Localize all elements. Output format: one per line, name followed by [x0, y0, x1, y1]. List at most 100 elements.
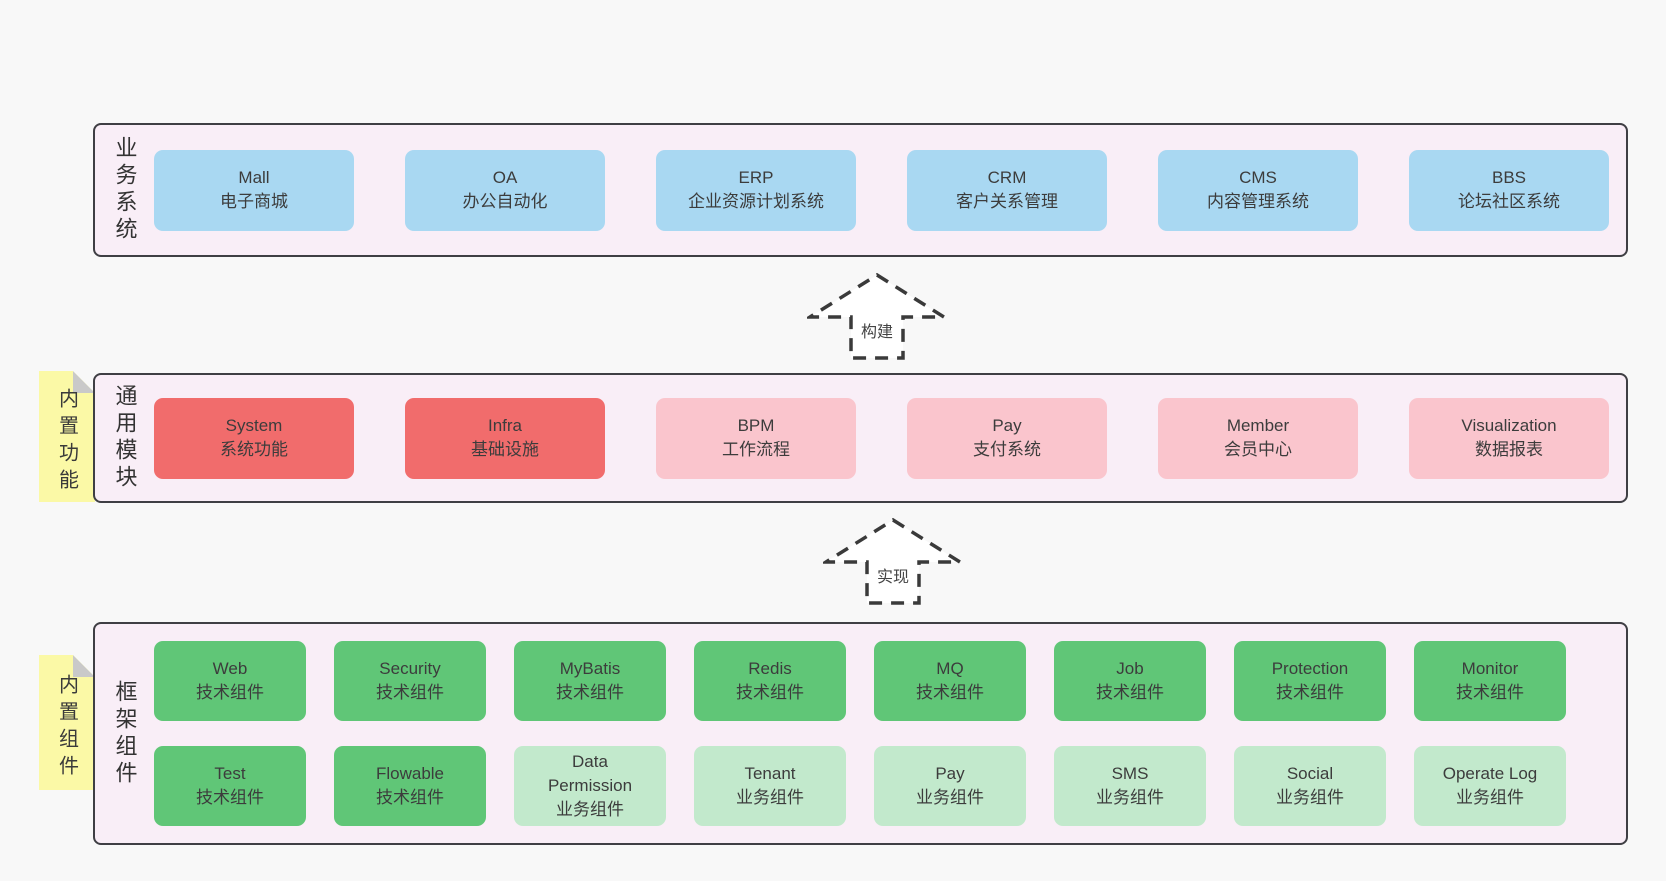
box-title: Infra [487, 416, 523, 435]
box-title: MQ [936, 659, 964, 678]
box-subtitle: 业务组件 [1096, 788, 1164, 807]
sticky-note-built-in-components: 内置组件 [39, 655, 95, 790]
box-subtitle: 办公自动化 [462, 192, 548, 211]
box-subtitle: 业务组件 [736, 788, 804, 807]
box-subtitle: 支付系统 [973, 440, 1041, 459]
box-subtitle: 基础设施 [471, 440, 539, 459]
box-subtitle: 内容管理系统 [1207, 192, 1309, 211]
box-title: Pay [992, 416, 1022, 435]
box-title: SMS [1111, 764, 1149, 783]
box-subtitle: 技术组件 [556, 683, 624, 702]
box-title: Mall [238, 168, 270, 187]
box-title: Protection [1271, 659, 1349, 678]
diagram-box-redis: Redis 技术组件 [694, 641, 846, 721]
layer-label: 业务系统 [112, 136, 138, 244]
box-title: Web [212, 659, 248, 678]
implement-arrow: 实现 [823, 517, 963, 607]
box-title: CRM [987, 168, 1027, 187]
box-subtitle: 工作流程 [722, 440, 790, 459]
diagram-box-data-permission: Data Permission 业务组件 [514, 746, 666, 826]
box-title: BBS [1491, 168, 1527, 187]
diagram-box-member: Member 会员中心 [1158, 397, 1358, 479]
layer-label: 通用模块 [112, 384, 138, 492]
box-title: Data Permission [547, 752, 633, 795]
box-subtitle: 数据报表 [1475, 440, 1543, 459]
box-title: Pay [935, 764, 965, 783]
box-subtitle: 业务组件 [1456, 788, 1524, 807]
box-title: Redis [748, 659, 792, 678]
diagram-box-pay: Pay 业务组件 [874, 746, 1026, 826]
arrow-label: 实现 [874, 563, 912, 587]
diagram-box-infra: Infra 基础设施 [405, 397, 605, 479]
box-subtitle: 技术组件 [196, 683, 264, 702]
sticky-note-label: 内置功能 [55, 387, 78, 496]
diagram-box-flowable: Flowable 技术组件 [334, 746, 486, 826]
box-title: Test [214, 764, 246, 783]
sticky-note-label: 内置组件 [55, 673, 78, 782]
box-subtitle: 企业资源计划系统 [688, 192, 824, 211]
diagram-box-oa: OA 办公自动化 [405, 149, 605, 231]
layer-label: 框架组件 [112, 679, 138, 788]
box-subtitle: 业务组件 [1276, 788, 1344, 807]
box-subtitle: 技术组件 [1096, 683, 1164, 702]
box-subtitle: 技术组件 [736, 683, 804, 702]
layer-common-modules: 通用模块 System 系统功能 Infra 基础设施 BPM 工作流程 Pay 支付系统 Me… [93, 373, 1628, 503]
box-title: Monitor [1461, 659, 1519, 678]
box-subtitle: 客户关系管理 [956, 192, 1058, 211]
diagram-box-bbs: BBS 论坛社区系统 [1409, 149, 1609, 231]
box-subtitle: 技术组件 [1276, 683, 1344, 702]
box-title: System [225, 416, 283, 435]
box-subtitle: 技术组件 [376, 683, 444, 702]
diagram-box-tenant: Tenant 业务组件 [694, 746, 846, 826]
diagram-box-sms: SMS 业务组件 [1054, 746, 1206, 826]
diagram-box-mall: Mall 电子商城 [154, 149, 354, 231]
build-arrow: 构建 [807, 272, 947, 362]
diagram-box-crm: CRM 客户关系管理 [907, 149, 1107, 231]
box-title: Tenant [744, 764, 796, 783]
box-subtitle: 电子商城 [220, 192, 288, 211]
box-subtitle: 业务组件 [916, 788, 984, 807]
box-title: OA [492, 168, 518, 187]
diagram-box-visualization: Visualization 数据报表 [1409, 397, 1609, 479]
diagram-box-system: System 系统功能 [154, 397, 354, 479]
module-boxes: System 系统功能 Infra 基础设施 BPM 工作流程 Pay 支付系统 Member 会… [154, 397, 1609, 479]
box-subtitle: 论坛社区系统 [1458, 192, 1560, 211]
diagram-box-protection: Protection 技术组件 [1234, 641, 1386, 721]
diagram-box-mq: MQ 技术组件 [874, 641, 1026, 721]
block-arrow-up-icon [823, 517, 963, 605]
box-subtitle: 技术组件 [916, 683, 984, 702]
diagram-box-pay: Pay 支付系统 [907, 397, 1107, 479]
diagram-box-web: Web 技术组件 [154, 641, 306, 721]
diagram-box-bpm: BPM 工作流程 [656, 397, 856, 479]
box-title: Job [1116, 659, 1144, 678]
diagram-box-mybatis: MyBatis 技术组件 [514, 641, 666, 721]
diagram-box-security: Security 技术组件 [334, 641, 486, 721]
arrow-label: 构建 [858, 318, 896, 342]
box-subtitle: 系统功能 [220, 440, 288, 459]
box-title: CMS [1239, 168, 1277, 187]
box-title: Visualization [1461, 416, 1557, 435]
box-title: Security [379, 659, 441, 678]
box-subtitle: 技术组件 [376, 788, 444, 807]
box-title: MyBatis [559, 659, 621, 678]
box-title: BPM [737, 416, 775, 435]
block-arrow-up-icon [807, 272, 947, 360]
box-title: Flowable [375, 764, 445, 783]
diagram-box-job: Job 技术组件 [1054, 641, 1206, 721]
box-title: Member [1226, 416, 1290, 435]
diagram-box-social: Social 业务组件 [1234, 746, 1386, 826]
box-subtitle: 业务组件 [556, 800, 624, 819]
box-title: Social [1286, 764, 1334, 783]
box-subtitle: 会员中心 [1224, 440, 1292, 459]
diagram-box-cms: CMS 内容管理系统 [1158, 149, 1358, 231]
